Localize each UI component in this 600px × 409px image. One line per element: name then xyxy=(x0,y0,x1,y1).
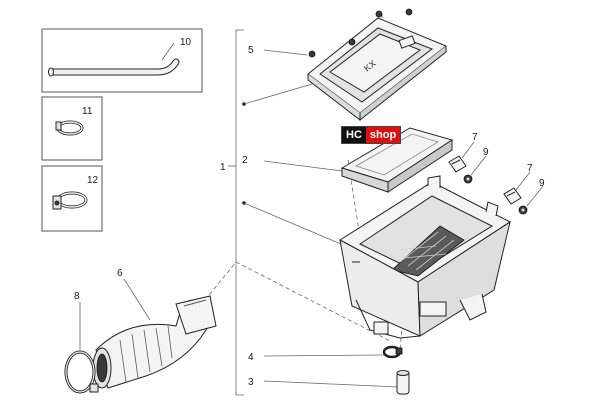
box-part-10 xyxy=(41,28,203,93)
callout-6: 6 xyxy=(117,268,123,279)
bracket-part-1 xyxy=(235,29,244,396)
callout-12: 12 xyxy=(87,175,99,186)
drain-plug-part xyxy=(396,370,410,395)
hose-clamp-part-4 xyxy=(382,345,403,359)
callout-2: 2 xyxy=(242,155,248,166)
shop-watermark-logo: HC shop xyxy=(341,126,402,144)
airbox-lid-part: KX xyxy=(307,8,447,122)
callout-7b: 7 xyxy=(527,163,533,174)
airbox-body-part xyxy=(339,175,511,339)
callout-9a: 9 xyxy=(483,147,489,158)
watermark-text-hc: HC xyxy=(342,127,366,143)
hose-clamp-part-11 xyxy=(55,120,84,136)
box-part-11 xyxy=(41,96,103,161)
air-filter-part xyxy=(340,127,454,193)
callout-5: 5 xyxy=(248,45,254,56)
callout-9b: 9 xyxy=(539,178,545,189)
callout-8: 8 xyxy=(74,291,80,302)
callout-10: 10 xyxy=(180,37,192,48)
box-part-12 xyxy=(41,165,103,232)
watermark-text-shop: shop xyxy=(365,127,401,143)
screw-part-9b xyxy=(518,205,528,215)
callout-7a: 7 xyxy=(472,132,478,143)
breather-hose-part xyxy=(48,58,180,77)
callout-4: 4 xyxy=(248,352,254,363)
callout-3: 3 xyxy=(248,377,254,388)
callout-11: 11 xyxy=(82,106,93,117)
callout-1: 1 xyxy=(220,162,226,173)
screw-part-9a xyxy=(463,174,473,184)
intake-duct-part xyxy=(92,295,217,389)
hose-clamp-part-12 xyxy=(52,191,88,210)
clip-part-7b xyxy=(503,187,522,205)
hose-clamp-part-8 xyxy=(64,350,99,394)
assembly-dash-duct xyxy=(204,261,393,343)
clip-part-7a xyxy=(448,155,467,173)
